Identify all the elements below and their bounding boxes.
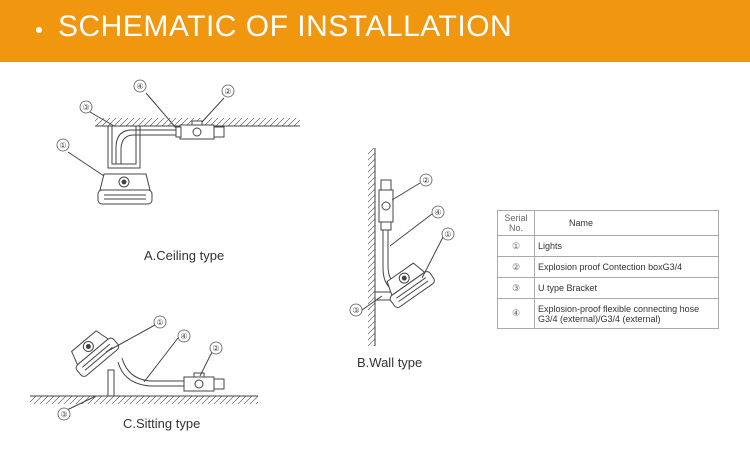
legend-row-name: U type Bracket: [534, 277, 719, 299]
legend-row: ① Lights: [497, 235, 719, 257]
legend-row-number: ①: [497, 235, 535, 257]
header-banner: SCHEMATIC OF INSTALLATION: [0, 0, 750, 62]
ceiling-diagram: [67, 92, 300, 205]
legend-row-number: ③: [497, 277, 535, 299]
callout-sitting-3: ③: [60, 410, 67, 419]
legend-row: ② Explosion proof Contection boxG3/4: [497, 256, 719, 278]
callout-wall-1: ①: [444, 230, 451, 239]
caption-wall: B.Wall type: [357, 355, 423, 370]
legend-row-name: Explosion-proof flexible connecting hose…: [534, 298, 719, 329]
callout-ceiling-4: ④: [136, 82, 143, 91]
legend-header-serial-line1: Serial: [504, 213, 528, 223]
parts-legend-table: Serial No. Name ① Lights ② Explosion pro…: [497, 210, 719, 329]
legend-row-name: Explosion proof Contection boxG3/4: [534, 256, 719, 278]
page-title: SCHEMATIC OF INSTALLATION: [58, 10, 513, 43]
callout-wall-2: ②: [422, 176, 429, 185]
legend-header-serial: Serial No.: [497, 210, 535, 236]
caption-sitting: C.Sitting type: [123, 416, 201, 431]
callout-sitting-2: ②: [212, 344, 219, 353]
legend-row: ④ Explosion-proof flexible connecting ho…: [497, 298, 719, 329]
callout-sitting-1: ①: [156, 318, 163, 327]
callout-wall-4: ④: [434, 208, 441, 217]
callout-ceiling-1: ①: [59, 141, 66, 150]
legend-row-number: ④: [497, 298, 535, 329]
legend-row: ③ U type Bracket: [497, 277, 719, 299]
wall-diagram: [361, 148, 444, 346]
callout-ceiling-2: ②: [224, 87, 231, 96]
sitting-diagram: [30, 324, 258, 411]
legend-row-number: ②: [497, 256, 535, 278]
installation-drawing: ① ③ ④ ② ② ④ ① ③ ① ④ ② ③: [30, 79, 455, 421]
legend-header-serial-line2: No.: [508, 223, 523, 233]
legend-header-row: Serial No. Name: [497, 210, 719, 236]
callout-wall-3: ③: [352, 306, 359, 315]
callout-sitting-4: ④: [180, 332, 187, 341]
bullet-icon: [36, 27, 42, 33]
legend-row-name: Lights: [534, 235, 719, 257]
callout-ceiling-3: ③: [82, 103, 89, 112]
legend-header-name: Name: [534, 210, 719, 236]
caption-ceiling: A.Ceiling type: [144, 248, 225, 263]
